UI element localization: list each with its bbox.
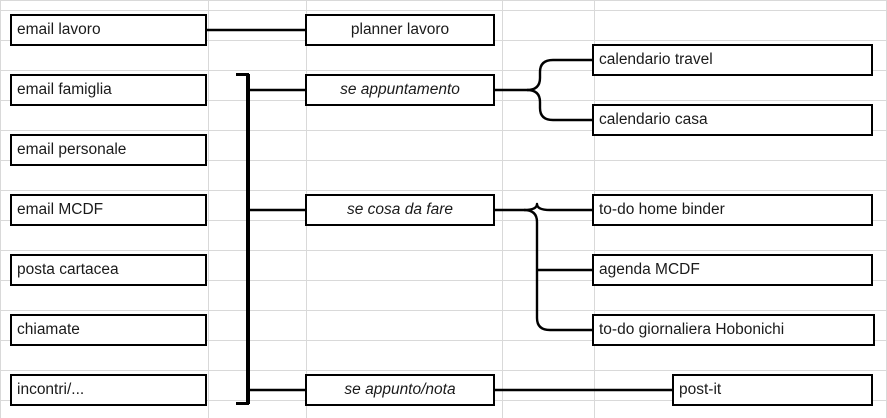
input-box-posta-cartacea[interactable]: posta cartacea (10, 254, 207, 286)
input-box-email-lavoro[interactable]: email lavoro (10, 14, 207, 46)
destination-label: agenda MCDF (599, 261, 700, 279)
input-box-incontri[interactable]: incontri/... (10, 374, 207, 406)
decision-box-se-appuntamento[interactable]: se appuntamento (305, 74, 495, 106)
destination-label: calendario travel (599, 51, 713, 69)
decision-box-planner-lavoro[interactable]: planner lavoro (305, 14, 495, 46)
destination-box-calendario-travel[interactable]: calendario travel (592, 44, 873, 76)
decision-label: se appunto/nota (344, 381, 456, 399)
decision-label: planner lavoro (350, 21, 450, 39)
input-box-chiamate[interactable]: chiamate (10, 314, 207, 346)
input-label: email MCDF (17, 201, 104, 219)
input-label: email lavoro (17, 21, 101, 39)
destination-box-to-do-giornaliera-hobonichi[interactable]: to-do giornaliera Hobonichi (592, 314, 875, 346)
destination-label: calendario casa (599, 111, 708, 129)
destination-box-post-it[interactable]: post-it (672, 374, 873, 406)
input-label: email personale (17, 141, 127, 159)
decision-box-se-appunto-nota[interactable]: se appunto/nota (305, 374, 495, 406)
input-label: posta cartacea (17, 261, 119, 279)
connector-split-cosa-da-fare-up (523, 202, 592, 212)
input-box-email-famiglia[interactable]: email famiglia (10, 74, 207, 106)
decision-label: se appuntamento (340, 81, 460, 99)
input-box-email-mcdf[interactable]: email MCDF (10, 194, 207, 226)
connector-split-appuntamento-up (526, 58, 592, 92)
connector-split-cosa-da-fare-spine (523, 208, 592, 332)
decision-label: se cosa da fare (347, 201, 453, 219)
input-label: incontri/... (17, 381, 85, 399)
destination-box-calendario-casa[interactable]: calendario casa (592, 104, 873, 136)
decision-box-se-cosa-da-fare[interactable]: se cosa da fare (305, 194, 495, 226)
input-label: chiamate (17, 321, 80, 339)
destination-box-agenda-mcdf[interactable]: agenda MCDF (592, 254, 873, 286)
destination-label: to-do giornaliera Hobonichi (599, 321, 785, 339)
destination-box-to-do-home-binder[interactable]: to-do home binder (592, 194, 873, 226)
input-box-email-personale[interactable]: email personale (10, 134, 207, 166)
destination-label: post-it (679, 381, 722, 399)
destination-label: to-do home binder (599, 201, 725, 219)
input-label: email famiglia (17, 81, 112, 99)
connector-split-appuntamento-down (526, 88, 592, 122)
